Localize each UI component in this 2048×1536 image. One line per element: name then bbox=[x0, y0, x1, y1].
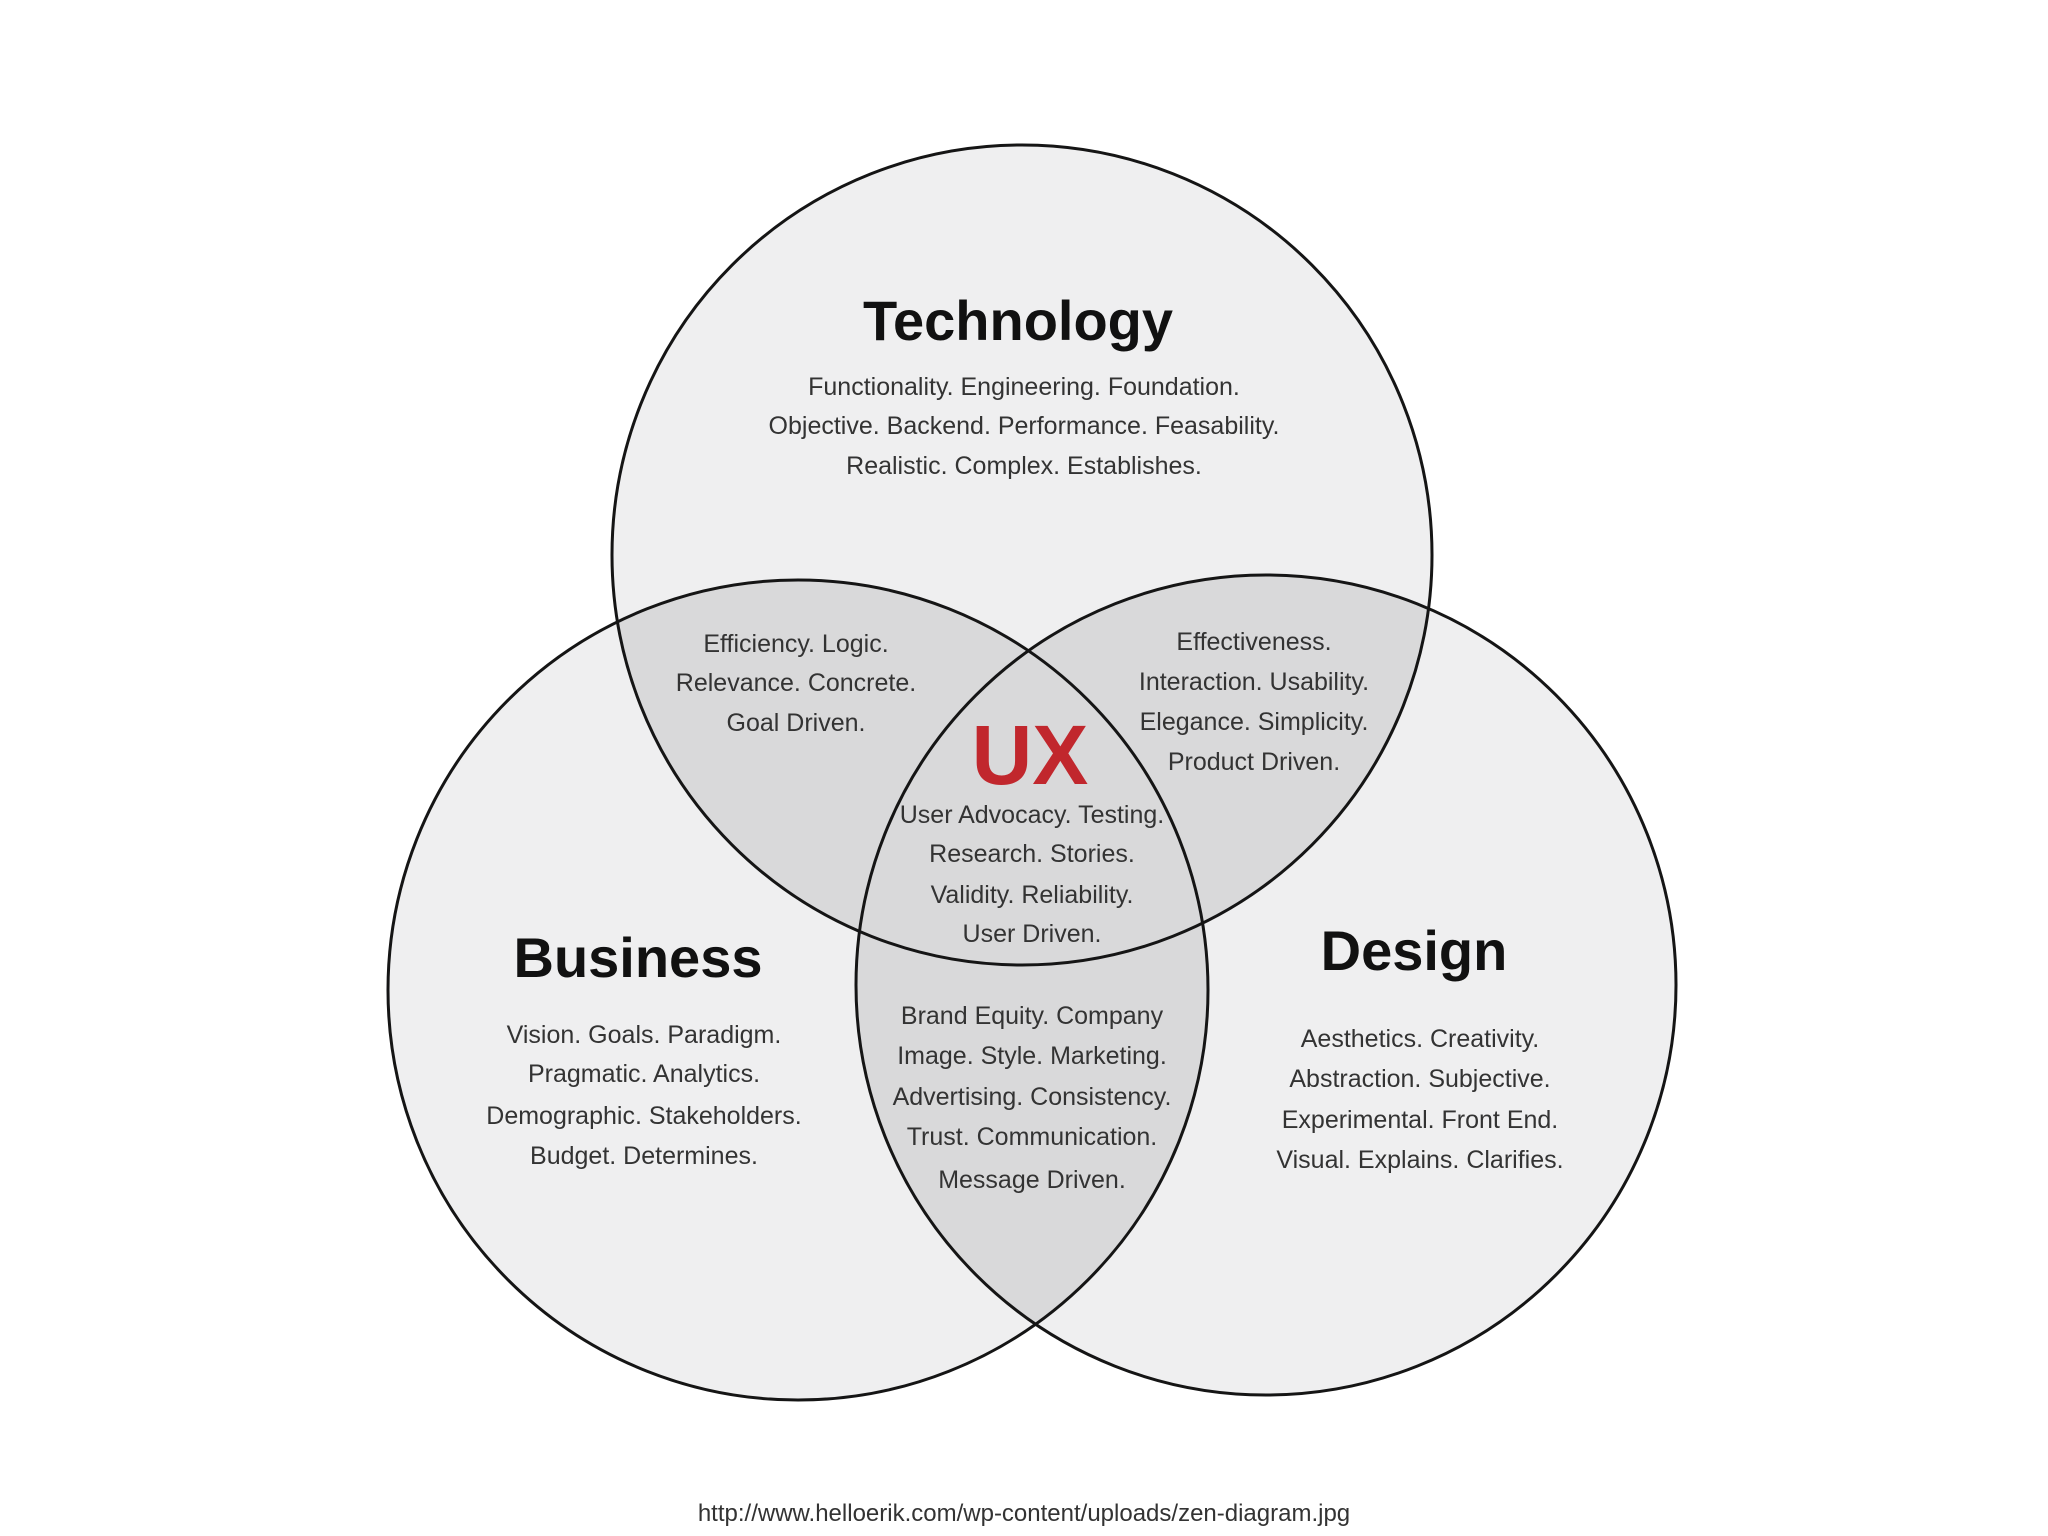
technology-business-line: Goal Driven. bbox=[727, 709, 866, 737]
design-title: Design bbox=[1321, 919, 1508, 982]
technology-business-line: Relevance. Concrete. bbox=[676, 669, 916, 697]
ux-line: User Driven. bbox=[963, 920, 1102, 948]
ux-line: Validity. Reliability. bbox=[931, 881, 1134, 909]
circle-outlines bbox=[386, 143, 1678, 1402]
source-url: http://www.helloerik.com/wp-content/uplo… bbox=[697, 1500, 1351, 1527]
business-design-line: Brand Equity. Company bbox=[901, 1002, 1164, 1030]
design-line: Abstraction. Subjective. bbox=[1289, 1065, 1550, 1093]
technology-design-line: Effectiveness. bbox=[1176, 628, 1331, 656]
ux-description: User Advocacy. Testing. Research. Storie… bbox=[900, 801, 1164, 948]
business-description: Vision. Goals. Paradigm. Pragmatic. Anal… bbox=[486, 1021, 801, 1170]
business-line: Budget. Determines. bbox=[530, 1142, 758, 1170]
business-design-description: Brand Equity. Company Image. Style. Mark… bbox=[893, 1002, 1172, 1194]
business-design-line: Message Driven. bbox=[938, 1166, 1126, 1194]
technology-business-description: Efficiency. Logic. Relevance. Concrete. … bbox=[676, 630, 916, 737]
design-line: Visual. Explains. Clarifies. bbox=[1276, 1146, 1563, 1174]
design-line: Aesthetics. Creativity. bbox=[1301, 1025, 1540, 1053]
technology-design-line: Elegance. Simplicity. bbox=[1140, 708, 1369, 736]
business-design-line: Trust. Communication. bbox=[907, 1123, 1158, 1151]
technology-circle bbox=[610, 143, 1434, 967]
design-circle bbox=[854, 573, 1678, 1397]
overlap-shading bbox=[612, 575, 1432, 1395]
business-title: Business bbox=[514, 926, 763, 989]
design-description: Aesthetics. Creativity. Abstraction. Sub… bbox=[1276, 1025, 1563, 1174]
business-design-line: Image. Style. Marketing. bbox=[897, 1042, 1167, 1070]
technology-title: Technology bbox=[863, 289, 1173, 352]
ux-title: UX bbox=[972, 708, 1089, 802]
technology-line: Objective. Backend. Performance. Feasabi… bbox=[769, 412, 1280, 440]
technology-line: Functionality. Engineering. Foundation. bbox=[808, 373, 1240, 401]
technology-description: Functionality. Engineering. Foundation. … bbox=[769, 373, 1280, 480]
business-line: Vision. Goals. Paradigm. bbox=[507, 1021, 782, 1049]
business-circle bbox=[386, 578, 1210, 1402]
business-design-overlap bbox=[856, 580, 1208, 1395]
ux-line: Research. Stories. bbox=[929, 840, 1135, 868]
technology-design-description: Effectiveness. Interaction. Usability. E… bbox=[1139, 628, 1369, 776]
business-line: Demographic. Stakeholders. bbox=[486, 1102, 801, 1130]
technology-design-line: Product Driven. bbox=[1168, 748, 1340, 776]
technology-business-line: Efficiency. Logic. bbox=[703, 630, 888, 658]
technology-design-line: Interaction. Usability. bbox=[1139, 668, 1369, 696]
technology-line: Realistic. Complex. Establishes. bbox=[846, 452, 1202, 480]
ux-line: User Advocacy. Testing. bbox=[900, 801, 1164, 829]
business-design-line: Advertising. Consistency. bbox=[893, 1083, 1172, 1111]
design-line: Experimental. Front End. bbox=[1282, 1106, 1559, 1134]
business-line: Pragmatic. Analytics. bbox=[528, 1060, 760, 1088]
